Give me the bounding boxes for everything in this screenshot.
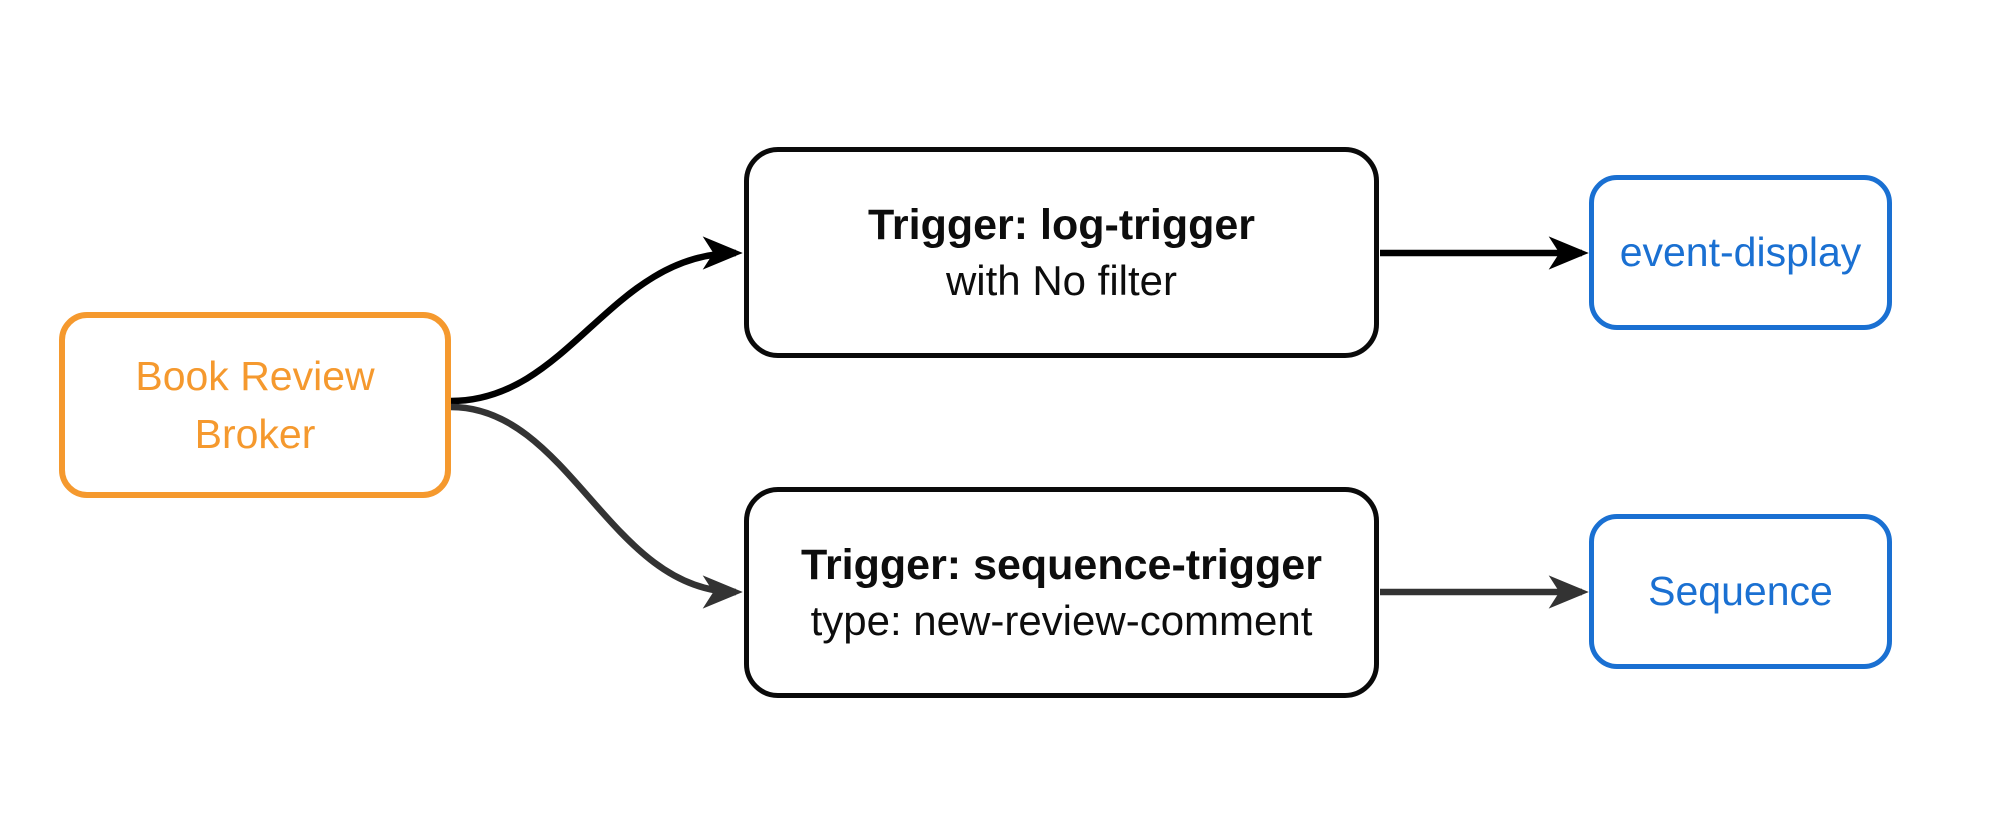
log-trigger-title: Trigger: log-trigger (868, 200, 1255, 249)
node-book-review-broker: Book Review Broker (59, 312, 451, 498)
node-event-display: event-display (1589, 175, 1892, 330)
sequence-label: Sequence (1648, 568, 1833, 614)
edge-broker-to-sequence-trigger (450, 403, 743, 609)
node-log-trigger: Trigger: log-trigger with No filter (744, 147, 1379, 358)
edge-broker-to-log-trigger (450, 236, 743, 405)
node-sequence-trigger: Trigger: sequence-trigger type: new-revi… (744, 487, 1379, 698)
broker-label-line1: Book Review (135, 353, 375, 399)
log-trigger-subtitle: with No filter (945, 256, 1178, 304)
broker-label-line2: Broker (194, 411, 316, 457)
sequence-trigger-subtitle: type: new-review-comment (810, 596, 1313, 644)
node-sequence: Sequence (1589, 514, 1892, 669)
event-display-label: event-display (1619, 229, 1862, 275)
sequence-trigger-title: Trigger: sequence-trigger (801, 540, 1322, 589)
